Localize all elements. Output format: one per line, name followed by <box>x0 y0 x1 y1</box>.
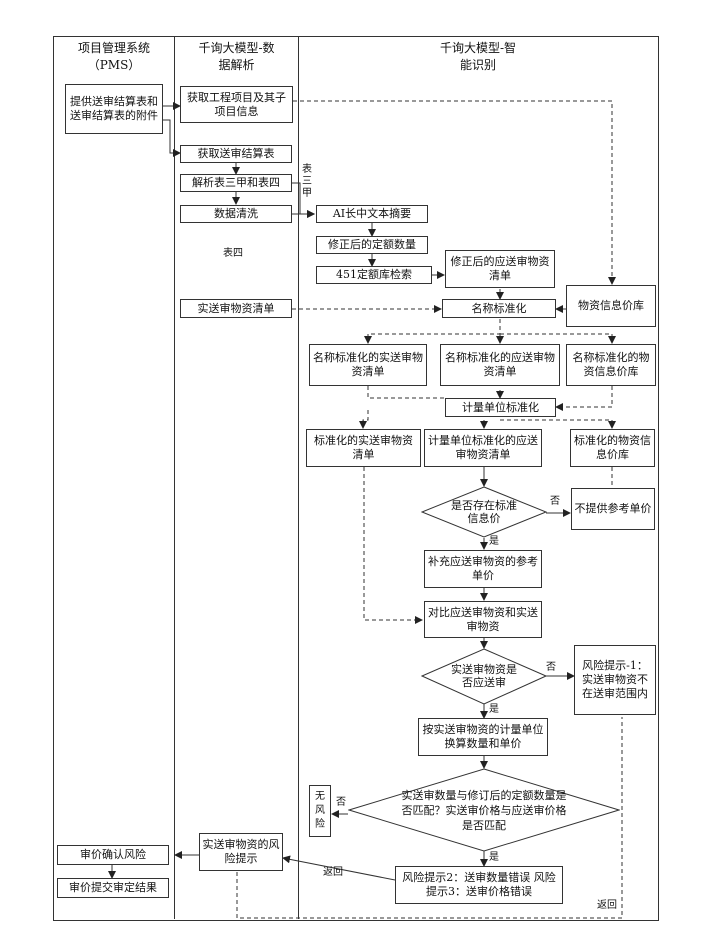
ai-extract-node: AI长中文本摘要 <box>316 205 428 223</box>
corrected-list-node: 修正后的应送审物资清单 <box>445 250 555 288</box>
unit-std-node: 计量单位标准化 <box>445 398 556 417</box>
yes-label-2: 是 <box>488 704 500 716</box>
match-question: 实送审数量与修订后的定额数量是否匹配？实送审价格与应送审价格是否匹配 <box>398 788 570 833</box>
price-lib-node: 物资信息价库 <box>566 285 656 327</box>
get-budget-node: 获取送审结算表 <box>180 145 292 163</box>
convert-node: 按实送审物资的计量单位换算数量和单价 <box>418 718 548 756</box>
std-actual-node: 名称标准化的实送审物资清单 <box>309 344 427 386</box>
confirm-risk-node: 审价确认风险 <box>57 845 169 865</box>
fill-ref-node: 补充应送审物资的参考单价 <box>424 550 542 588</box>
no-label-2: 否 <box>545 662 557 674</box>
unit-std-expected-node: 计量单位标准化的应送审物资清单 <box>424 429 542 467</box>
pms-provide-node: 提供送审结算表和送审结算表的附件 <box>65 84 163 134</box>
has-price-question: 是否存在标准信息价 <box>446 499 522 525</box>
return-label-1: 返回 <box>318 867 348 879</box>
no-label-3: 否 <box>335 797 347 809</box>
std-actual-list-node: 标准化的实送审物资清单 <box>306 429 421 467</box>
actual-list-node: 实送审物资清单 <box>180 299 292 318</box>
table3-label: 表三甲 <box>300 164 314 200</box>
no-label-1: 否 <box>549 496 561 508</box>
parse-tables-node: 解析表三甲和表四 <box>180 174 292 192</box>
data-clean-node: 数据清洗 <box>180 205 292 223</box>
std-price-node: 名称标准化的物资信息价库 <box>566 344 656 386</box>
quota-retrieval-node: 451定额库检索 <box>316 266 432 284</box>
std-price-lib-node: 标准化的物资信息价库 <box>570 429 655 467</box>
return-label-2: 返回 <box>592 900 622 912</box>
std-expected-node: 名称标准化的应送审物资清单 <box>440 344 560 386</box>
yes-label-3: 是 <box>488 852 500 864</box>
get-project-node: 获取工程项目及其子项目信息 <box>180 86 293 123</box>
risk23-node: 风险提示2：送审数量错误 风险提示3：送审价格错误 <box>395 866 563 904</box>
no-risk-node: 无风险 <box>309 785 331 837</box>
yes-label-1: 是 <box>488 536 500 548</box>
table4-label: 表四 <box>222 248 244 260</box>
submit-result-node: 审价提交审定结果 <box>57 878 169 898</box>
no-ref-node: 不提供参考单价 <box>571 488 655 530</box>
in-scope-question: 实送审物资是否应送审 <box>446 663 522 689</box>
corrected-quota-node: 修正后的定额数量 <box>316 236 428 254</box>
compare-node: 对比应送审物资和实送审物资 <box>424 601 542 638</box>
risk-hint-node: 实送审物资的风险提示 <box>199 833 283 871</box>
name-std-node: 名称标准化 <box>442 299 556 318</box>
risk1-node: 风险提示-1：实送审物资不在送审范围内 <box>574 645 656 715</box>
